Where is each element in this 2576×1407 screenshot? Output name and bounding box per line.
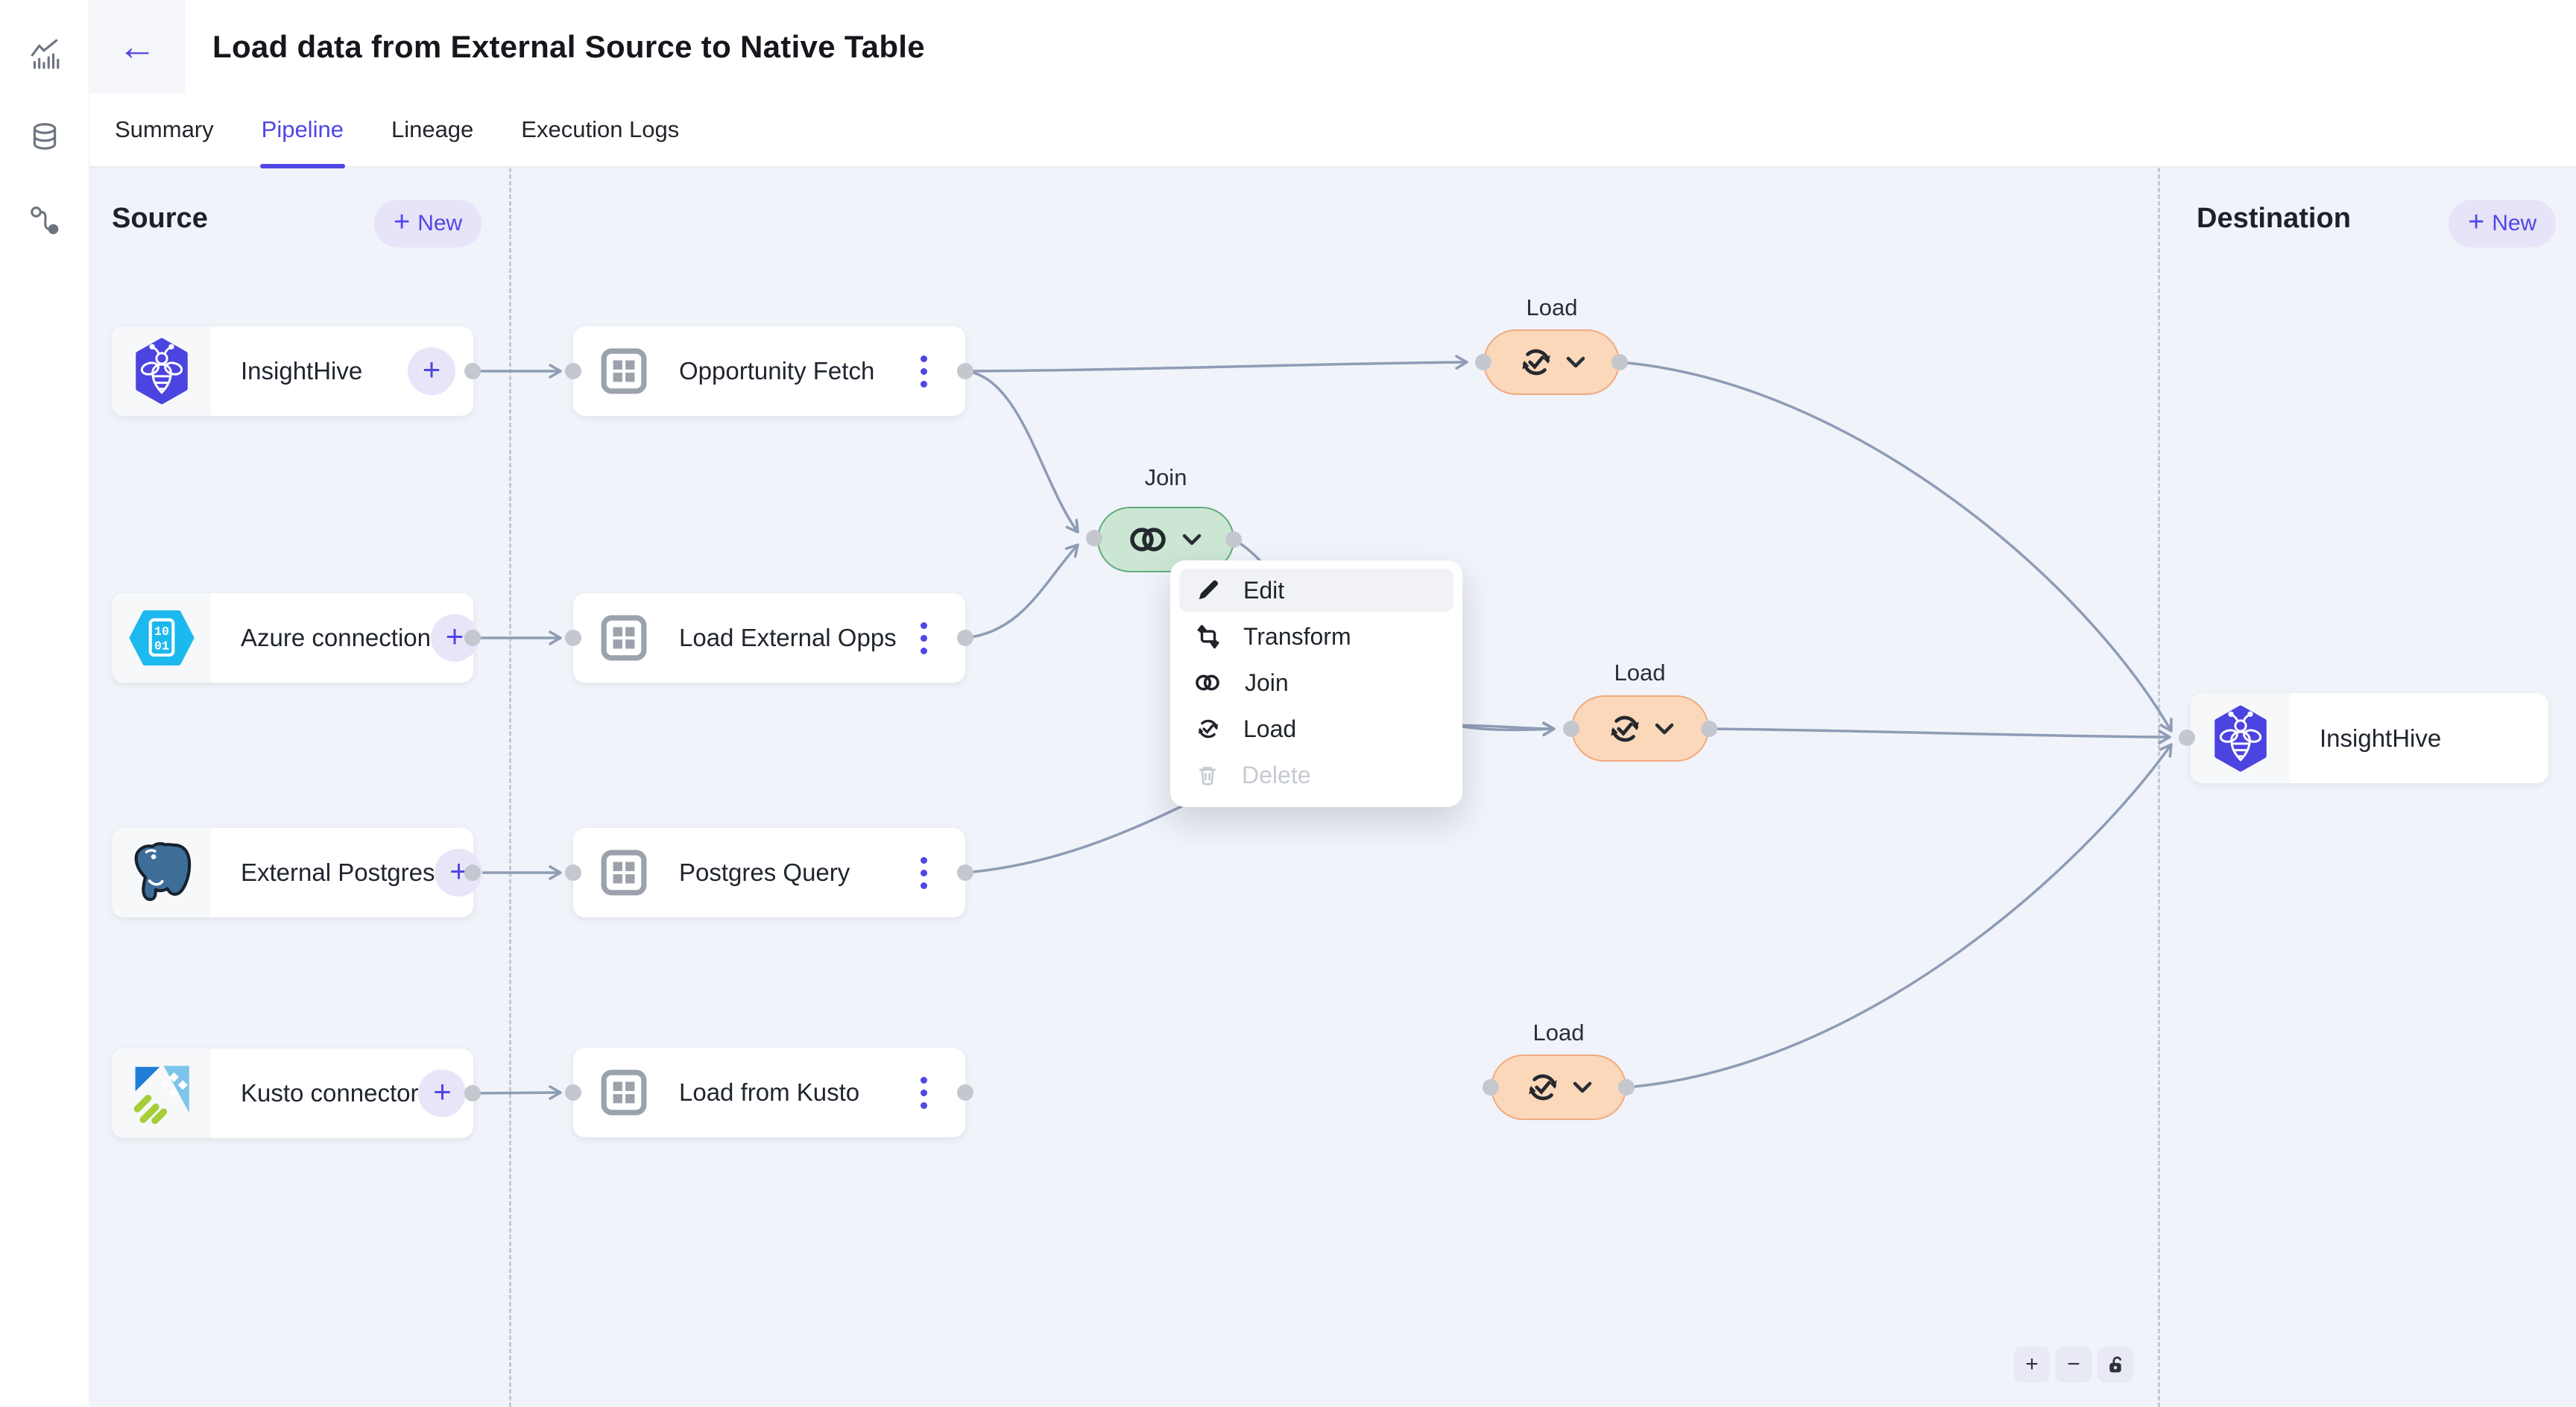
kusto-data-explorer-icon <box>112 1049 211 1138</box>
pipeline-canvas[interactable]: Source + New Destination + New <box>89 168 2576 1407</box>
add-table-button[interactable]: + <box>435 849 483 897</box>
destination-column-divider <box>2158 168 2160 1407</box>
pipeline-icon[interactable] <box>27 203 63 238</box>
app-rail <box>0 0 89 1407</box>
insighthive-bee-hexagon-icon <box>2191 693 2290 783</box>
table-node-label: Postgres Query <box>679 859 850 886</box>
svg-text:01: 01 <box>154 639 169 653</box>
add-table-button[interactable]: + <box>408 347 455 395</box>
source-column-divider <box>509 168 511 1407</box>
zoom-in-button[interactable]: + <box>2014 1347 2050 1382</box>
table-node-postgres-query[interactable]: Postgres Query <box>573 828 965 917</box>
load-op-pill[interactable] <box>1571 695 1709 762</box>
load-op-pill[interactable] <box>1491 1055 1626 1120</box>
tab-execution-logs[interactable]: Execution Logs <box>521 116 680 142</box>
sync-check-icon <box>1529 1074 1557 1101</box>
source-node-label: Kusto connector <box>241 1079 419 1107</box>
padlock-unlocked-icon <box>2109 1356 2121 1373</box>
menu-item-transform[interactable]: Transform <box>1179 615 1453 658</box>
lock-toggle-button[interactable] <box>2097 1347 2133 1382</box>
sync-check-icon <box>1610 715 1639 742</box>
edge <box>965 370 1079 534</box>
join-op-pill[interactable] <box>1097 507 1234 572</box>
add-table-button[interactable]: + <box>418 1069 467 1117</box>
destination-node-insighthive[interactable]: InsightHive <box>2191 693 2548 783</box>
load-op-pill[interactable] <box>1483 329 1620 395</box>
new-destination-button[interactable]: + New <box>2449 200 2557 247</box>
sync-check-icon <box>1521 349 1550 376</box>
source-node-azure-connection[interactable]: 10 01 Azure connection + <box>112 593 479 683</box>
source-section-title: Source <box>112 203 208 234</box>
destination-node-label: InsightHive <box>2320 724 2442 752</box>
source-node-external-postgres[interactable]: External Postgres + <box>112 828 483 917</box>
source-node-insighthive[interactable]: InsightHive + <box>112 326 473 416</box>
tab-lineage[interactable]: Lineage <box>391 116 474 142</box>
table-grid-icon <box>600 347 648 395</box>
table-grid-icon <box>600 1069 648 1116</box>
page-header: ← Load data from External Source to Nati… <box>89 0 2576 93</box>
table-node-opportunity-fetch[interactable]: Opportunity Fetch <box>573 326 965 416</box>
op-label: Load <box>1614 660 1666 686</box>
postgresql-elephant-icon <box>112 828 211 917</box>
edge <box>1626 743 2173 1089</box>
transform-arrows-icon <box>1197 625 1219 649</box>
op-label: Load <box>1526 294 1578 320</box>
azure-binary-hexagon-icon: 10 01 <box>112 593 211 683</box>
table-node-load-from-kusto[interactable]: Load from Kusto <box>573 1048 965 1137</box>
chevron-down-icon[interactable] <box>1182 534 1202 546</box>
node-menu-kebab-icon[interactable] <box>901 847 946 899</box>
svg-text:10: 10 <box>154 625 169 639</box>
minus-icon: − <box>2067 1352 2080 1376</box>
analytics-icon[interactable] <box>27 36 63 72</box>
arrow-left-icon: ← <box>118 25 157 69</box>
menu-item-load[interactable]: Load <box>1179 707 1453 750</box>
chevron-down-icon[interactable] <box>1655 723 1674 735</box>
node-context-menu: Edit Transform Join Load Delete <box>1170 560 1462 807</box>
plus-icon: + <box>2468 206 2485 238</box>
table-grid-icon <box>600 849 648 897</box>
tab-pipeline[interactable]: Pipeline <box>259 92 346 168</box>
node-menu-kebab-icon[interactable] <box>901 345 946 397</box>
table-node-label: Load from Kusto <box>679 1078 860 1106</box>
add-table-button[interactable]: + <box>431 614 479 662</box>
new-source-button[interactable]: + New <box>374 200 482 247</box>
source-node-label: External Postgres <box>241 859 435 886</box>
plus-icon: + <box>2025 1352 2039 1376</box>
pencil-icon <box>1199 580 1219 600</box>
chevron-down-icon[interactable] <box>1566 356 1585 368</box>
join-circles-icon <box>1130 528 1166 551</box>
menu-item-join[interactable]: Join <box>1179 661 1453 704</box>
plus-icon: + <box>394 206 411 238</box>
edge <box>1708 727 2171 744</box>
table-node-load-external-opps[interactable]: Load External Opps <box>573 593 965 683</box>
database-icon[interactable] <box>27 119 63 155</box>
canvas-zoom-controls: + − <box>2014 1347 2133 1382</box>
menu-item-delete: Delete <box>1179 753 1453 797</box>
op-label: Load <box>1532 1019 1585 1046</box>
page-title: Load data from External Source to Native… <box>212 28 925 64</box>
table-node-label: Opportunity Fetch <box>679 357 875 385</box>
node-menu-kebab-icon[interactable] <box>901 612 946 664</box>
back-button[interactable]: ← <box>89 0 185 93</box>
tab-summary[interactable]: Summary <box>115 116 214 142</box>
source-node-label: InsightHive <box>241 357 363 385</box>
source-node-label: Azure connection <box>241 624 431 651</box>
menu-item-edit[interactable]: Edit <box>1179 569 1453 612</box>
tab-bar: Summary Pipeline Lineage Execution Logs <box>89 93 2576 168</box>
zoom-out-button[interactable]: − <box>2056 1347 2092 1382</box>
destination-section-title: Destination <box>2197 203 2351 234</box>
join-circles-icon <box>1196 674 1219 691</box>
node-menu-kebab-icon[interactable] <box>901 1066 946 1119</box>
table-grid-icon <box>600 614 648 662</box>
source-node-kusto-connector[interactable]: Kusto connector + <box>112 1049 473 1138</box>
chevron-down-icon[interactable] <box>1573 1081 1592 1093</box>
insighthive-bee-hexagon-icon <box>112 326 211 416</box>
edge <box>965 355 1468 373</box>
sync-check-icon <box>1198 719 1219 739</box>
table-node-label: Load External Opps <box>679 624 897 651</box>
op-label: Join <box>1144 464 1187 490</box>
edge <box>965 543 1079 639</box>
trash-icon <box>1199 766 1216 785</box>
